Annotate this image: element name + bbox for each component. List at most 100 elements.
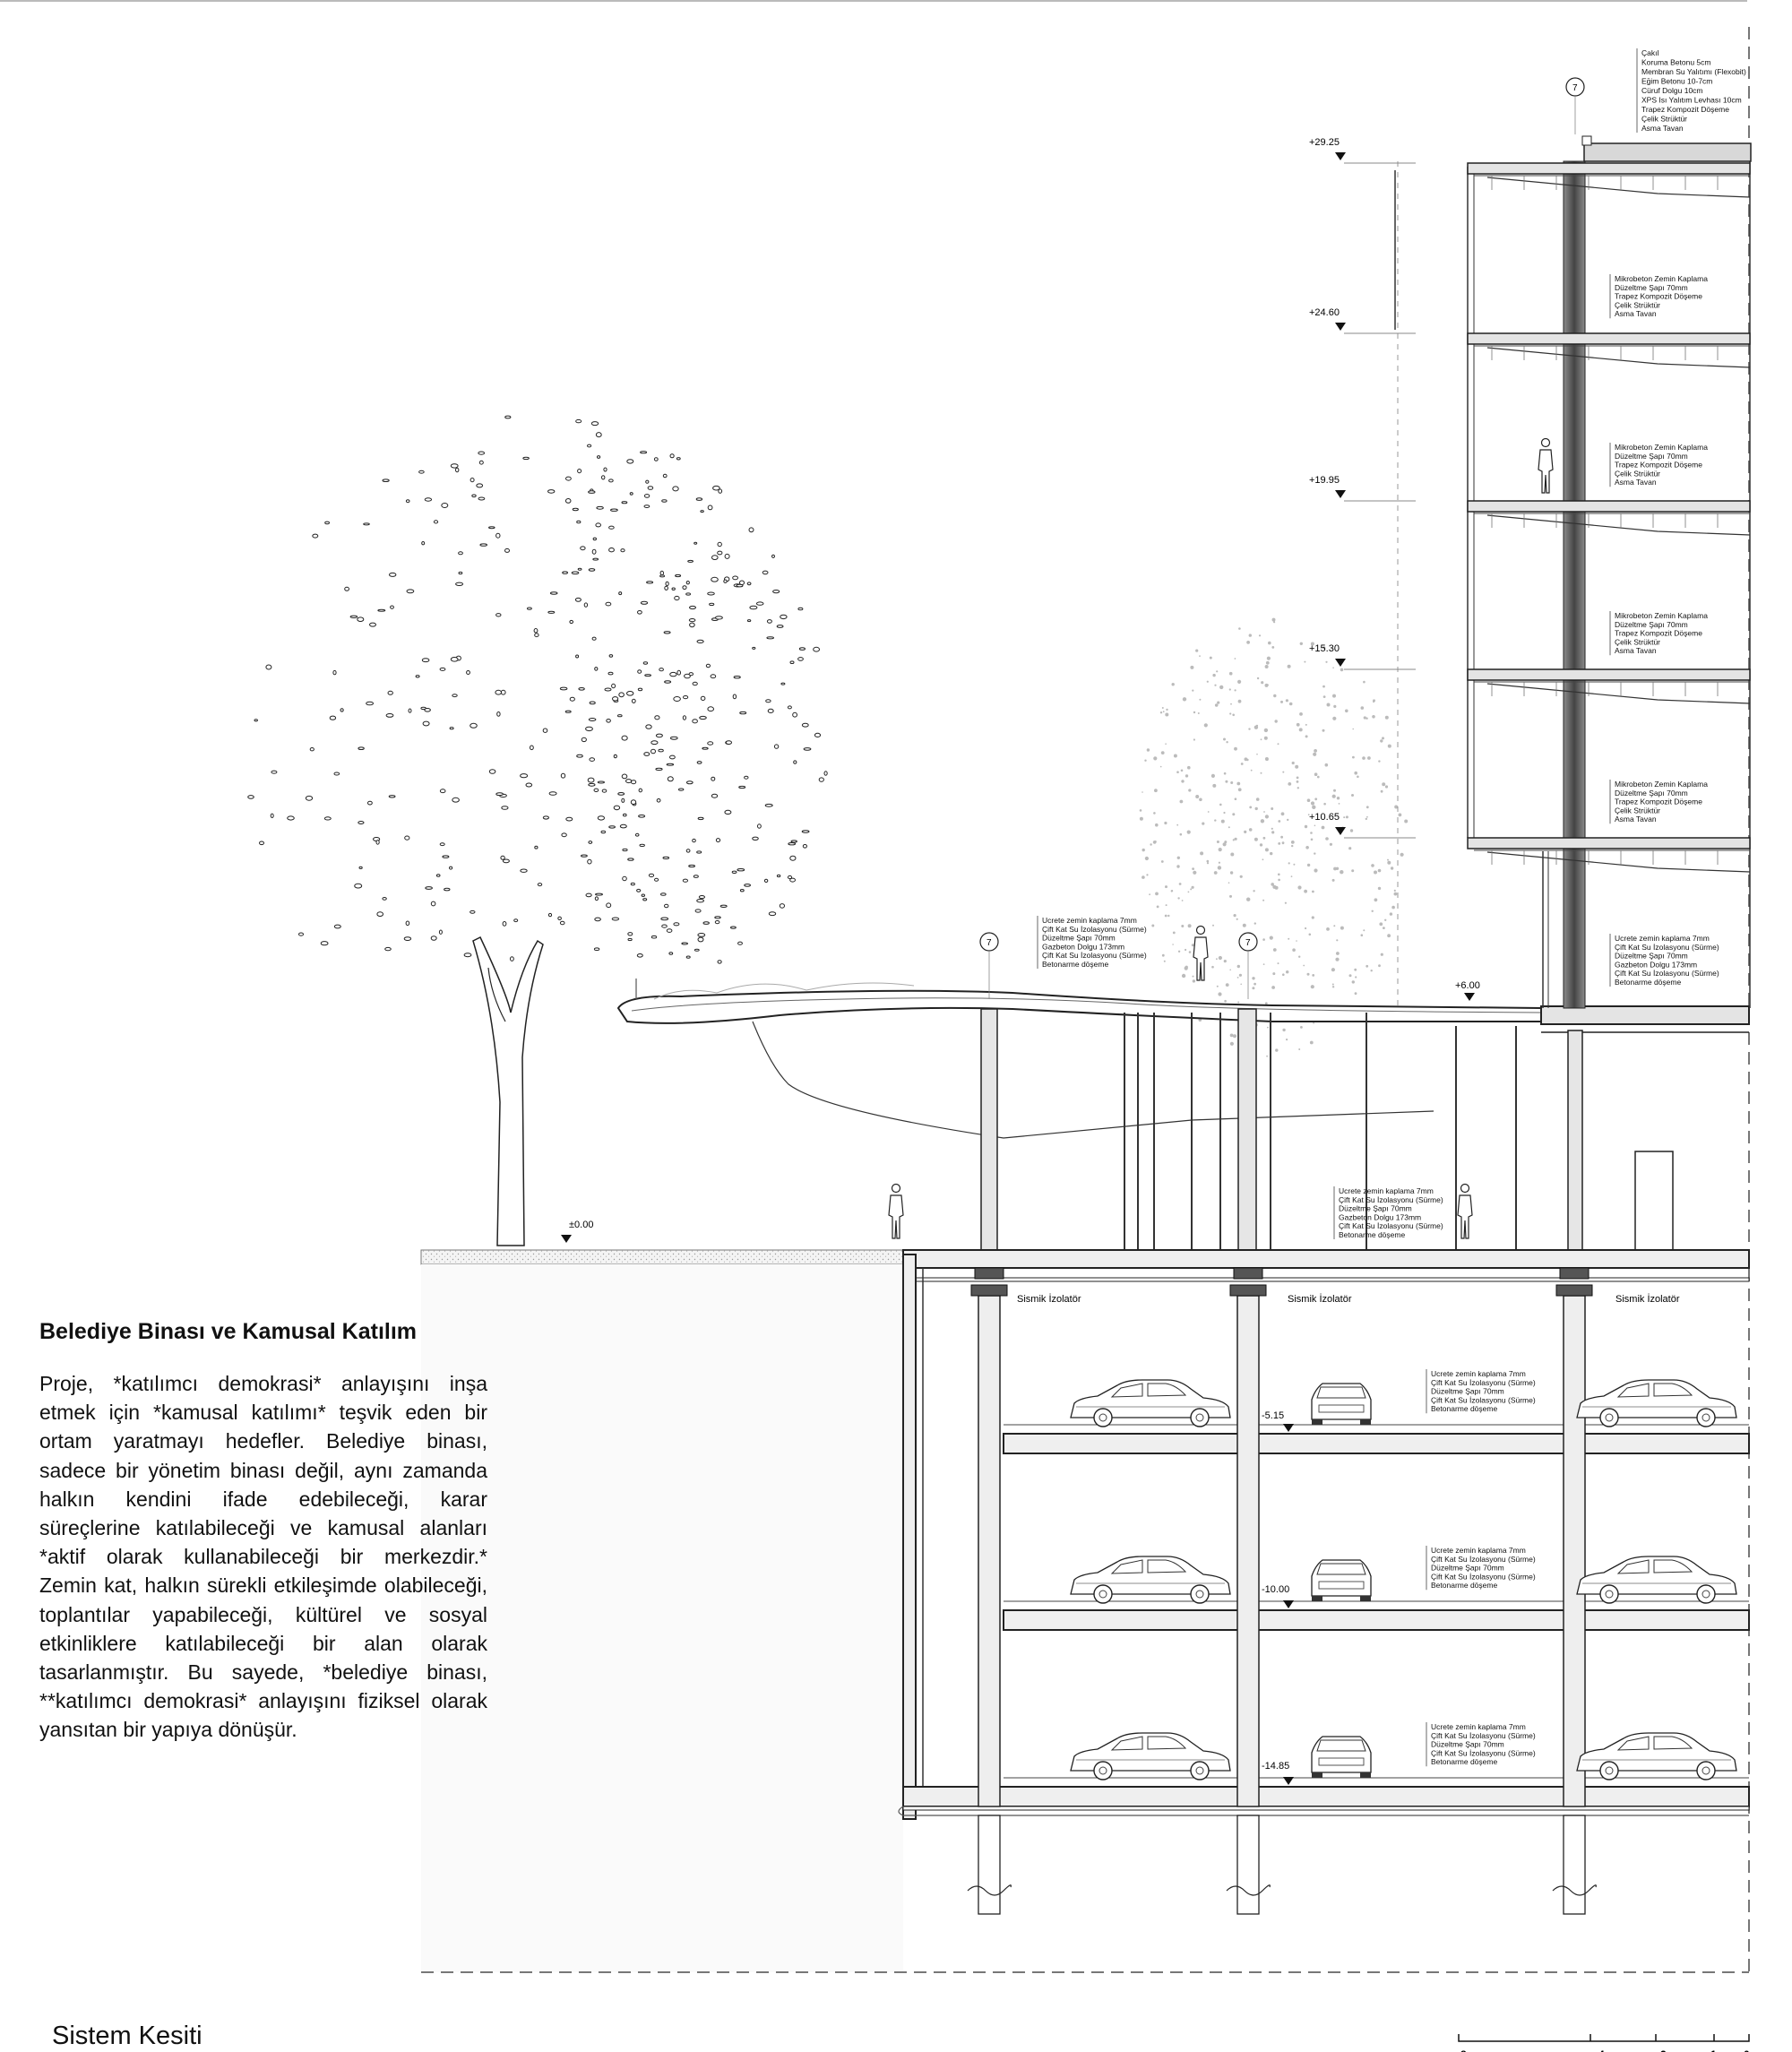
grid-tag-right: 7 bbox=[1238, 932, 1258, 999]
background-foliage-mark bbox=[1234, 798, 1237, 800]
background-foliage-mark bbox=[1299, 642, 1304, 645]
background-foliage-mark bbox=[1153, 812, 1156, 815]
foliage-mark bbox=[711, 576, 719, 582]
foliage-mark bbox=[746, 619, 752, 623]
foliage-mark bbox=[488, 769, 496, 774]
layer-note-line: Ucrete zemin kaplama 7mm bbox=[1615, 934, 1710, 943]
background-foliage-mark bbox=[1193, 711, 1196, 714]
foliage-mark bbox=[478, 496, 486, 501]
foliage-mark bbox=[564, 498, 572, 504]
background-foliage-mark bbox=[1173, 754, 1177, 758]
layer-note-line: Düzeltme Şapı 70mm bbox=[1431, 1564, 1504, 1573]
background-foliage-mark bbox=[1234, 689, 1236, 692]
foliage-mark bbox=[617, 714, 623, 718]
foliage-mark bbox=[608, 479, 614, 483]
foliage-mark bbox=[685, 592, 691, 596]
foliage-mark bbox=[814, 732, 822, 738]
foliage-mark bbox=[682, 878, 689, 883]
foliage-mark bbox=[630, 799, 637, 806]
layer-note-line: Çelik Strüktür bbox=[1615, 637, 1660, 646]
background-foliage-mark bbox=[1144, 856, 1149, 861]
background-foliage-mark bbox=[1142, 791, 1143, 793]
background-foliage-mark bbox=[1185, 774, 1189, 778]
layer-note-line: Çift Kat Su İzolasyonu (Sürme) bbox=[1431, 1748, 1536, 1757]
foliage-mark bbox=[470, 722, 478, 729]
scale-8m: 8m bbox=[1460, 2048, 1476, 2052]
foliage-mark bbox=[495, 613, 502, 617]
background-foliage-mark bbox=[1352, 755, 1355, 759]
foliage-mark bbox=[595, 522, 602, 528]
background-foliage-mark bbox=[1311, 916, 1314, 919]
foliage-mark bbox=[627, 937, 633, 942]
background-foliage-mark bbox=[1248, 634, 1253, 637]
foliage-mark bbox=[738, 785, 746, 789]
background-foliage-mark bbox=[1262, 858, 1264, 861]
background-foliage-mark bbox=[1275, 1048, 1279, 1052]
pile-break-mark bbox=[967, 1884, 1012, 1896]
foliage-mark bbox=[789, 877, 796, 883]
foliage-mark bbox=[583, 602, 589, 608]
background-foliage-mark bbox=[1310, 985, 1314, 989]
background-foliage-mark bbox=[1380, 789, 1383, 793]
background-foliage-mark bbox=[1165, 712, 1169, 717]
foliage-mark bbox=[320, 941, 329, 946]
layer-note-line: Mikrobeton Zemin Kaplama bbox=[1615, 443, 1708, 452]
background-foliage-mark bbox=[1226, 741, 1228, 744]
foliage-mark bbox=[613, 805, 621, 811]
background-foliage-mark bbox=[1271, 883, 1274, 886]
foliage-mark bbox=[421, 658, 430, 663]
foliage-mark bbox=[695, 497, 703, 501]
layer-note-line: Ucrete zemin kaplama 7mm bbox=[1042, 916, 1137, 925]
foliage-mark bbox=[693, 875, 699, 878]
background-foliage-mark bbox=[1229, 712, 1232, 715]
foliage-mark bbox=[444, 887, 451, 892]
background-foliage-mark bbox=[1172, 931, 1176, 935]
background-foliage-mark bbox=[1264, 665, 1269, 668]
background-foliage-mark bbox=[1266, 758, 1269, 762]
background-foliage-mark bbox=[1225, 780, 1228, 783]
background-foliage-mark bbox=[1193, 738, 1195, 741]
background-foliage-mark bbox=[1281, 841, 1285, 845]
foliage-mark bbox=[744, 775, 749, 780]
foliage-mark bbox=[596, 505, 604, 510]
background-foliage-mark bbox=[1254, 806, 1258, 811]
foliage-mark bbox=[650, 748, 656, 754]
layer-note-line: Düzeltme Şapı 70mm bbox=[1615, 952, 1688, 961]
background-foliage-mark bbox=[1310, 642, 1314, 646]
grid-tag-tower-text: 7 bbox=[1572, 83, 1578, 93]
foliage-mark bbox=[666, 928, 673, 933]
background-foliage-mark bbox=[1296, 940, 1297, 942]
foliage-mark bbox=[685, 849, 691, 853]
background-foliage-mark bbox=[1271, 827, 1273, 830]
foliage-mark bbox=[682, 715, 687, 720]
layer-note-line: Çelik Strüktür bbox=[1641, 115, 1687, 124]
foliage-mark bbox=[643, 494, 650, 498]
background-foliage-mark bbox=[1323, 802, 1326, 806]
layer-note-line: Betonarme döşeme bbox=[1339, 1230, 1405, 1239]
background-foliage-mark bbox=[1195, 649, 1199, 652]
level-b2: -10.00 bbox=[1262, 1584, 1294, 1608]
foliage-mark bbox=[772, 590, 780, 594]
background-foliage-mark bbox=[1277, 743, 1279, 746]
layer-note-line: Düzeltme Şapı 70mm bbox=[1615, 283, 1688, 292]
foliage-mark bbox=[421, 541, 426, 546]
foliage-mark bbox=[626, 691, 634, 696]
seismic-label-2: Sismik İzolatör bbox=[1288, 1293, 1352, 1305]
foliage-mark bbox=[309, 747, 314, 752]
layer-note-line: Düzeltme Şapı 70mm bbox=[1042, 934, 1116, 943]
background-foliage-mark bbox=[1384, 715, 1389, 720]
background-foliage-mark bbox=[1223, 811, 1226, 815]
foliage-mark bbox=[501, 806, 509, 810]
background-foliage-mark bbox=[1271, 646, 1275, 649]
section-heading: Belediye Binası ve Kamusal Katılım bbox=[39, 1319, 418, 1344]
foliage-mark bbox=[606, 719, 611, 723]
foliage-mark bbox=[502, 921, 507, 927]
background-foliage-mark bbox=[1382, 782, 1386, 787]
foliage-mark bbox=[765, 699, 771, 703]
foliage-mark bbox=[588, 718, 597, 721]
